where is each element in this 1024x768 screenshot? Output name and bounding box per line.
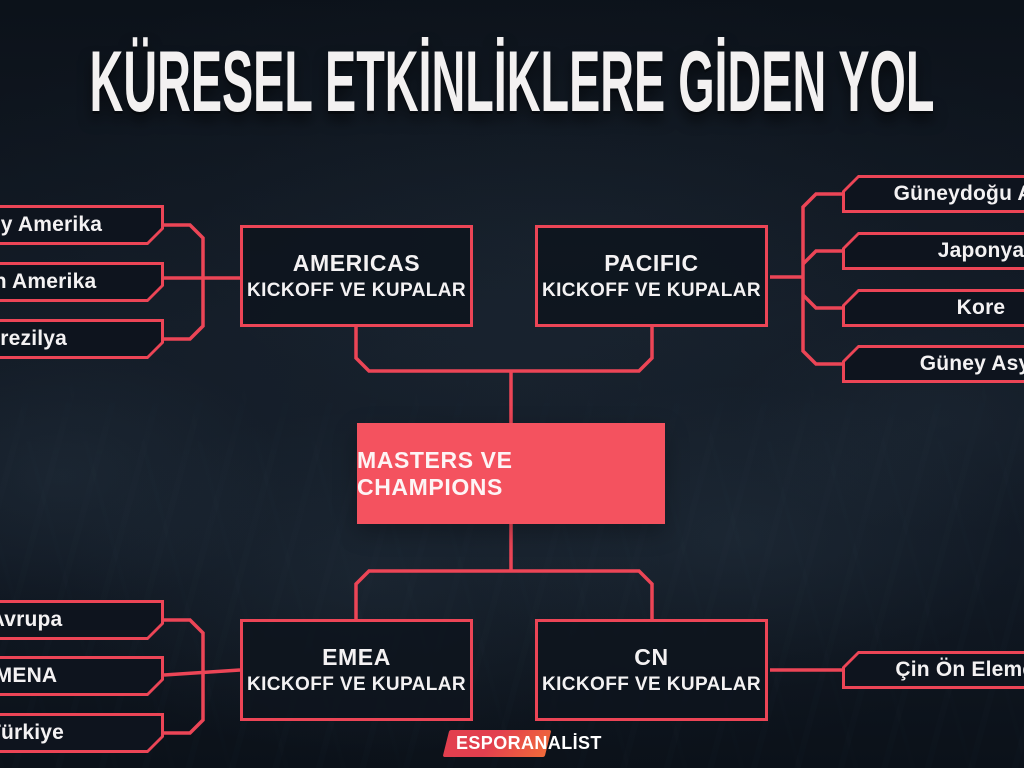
feeder-box-guney-asya: Güney Asya	[842, 345, 1024, 383]
feeder-box-kuzey-amerika: Kuzey Amerika	[0, 205, 164, 245]
feeder-label: Kuzey Amerika	[0, 213, 103, 236]
emea-kickoff-box: EMEA KICKOFF VE KUPALAR	[240, 619, 473, 721]
feeder-label: Çin Ön Elemeleri	[895, 658, 1024, 681]
feeder-box-guneydogu-asya: Güneydoğu Asya	[842, 175, 1024, 213]
connector-emea-feeders	[164, 618, 205, 735]
feeder-box-japonya: Japonya	[842, 232, 1024, 270]
cn-kickoff-box: CN KICKOFF VE KUPALAR	[535, 619, 768, 721]
connector-emea-input	[163, 668, 241, 677]
feeder-label: Japonya	[937, 239, 1024, 262]
feeder-label: Kore	[956, 296, 1006, 319]
feeder-label: Latin Amerika	[0, 270, 97, 293]
connector-pacific-feeder-2	[801, 249, 842, 266]
logo-text-analist: ANALİST	[521, 733, 602, 753]
feeder-box-mena: MENA	[0, 656, 164, 696]
feeder-label: Türkiye	[0, 721, 65, 744]
region-name: EMEA	[322, 644, 391, 670]
region-subtitle: KICKOFF VE KUPALAR	[246, 280, 466, 301]
connector-pacific-feeder-3	[801, 293, 842, 310]
connector-bottom-split	[354, 569, 654, 619]
esporanalist-logo: ESPOR ANALİST	[442, 730, 602, 757]
region-subtitle: KICKOFF VE KUPALAR	[541, 674, 761, 695]
feeder-label: Güneydoğu Asya	[893, 182, 1024, 205]
connector-top-merge	[354, 327, 654, 373]
feeder-box-latin-amerika: Latin Amerika	[0, 262, 164, 302]
masters-champions-box: MASTERS VE CHAMPIONS	[357, 423, 665, 524]
feeder-box-turkiye: Türkiye	[0, 713, 164, 753]
feeder-box-kore: Kore	[842, 289, 1024, 327]
region-name: CN	[634, 644, 669, 670]
connector-americas-feeders	[164, 223, 205, 341]
feeder-box-cin-on-elemeleri: Çin Ön Elemeleri	[842, 651, 1024, 689]
connector-pacific-feeders	[801, 192, 842, 366]
logo-text-espor: ESPOR	[456, 733, 522, 753]
region-name: AMERICAS	[292, 250, 421, 276]
feeder-box-brezilya: Brezilya	[0, 319, 164, 359]
feeder-label: MENA	[0, 664, 58, 687]
feeder-label: Güney Asya	[919, 352, 1024, 375]
feeder-box-avrupa: Avrupa	[0, 600, 164, 640]
region-subtitle: KICKOFF VE KUPALAR	[246, 674, 466, 695]
feeder-label: Avrupa	[0, 608, 63, 631]
feeder-label: Brezilya	[0, 327, 68, 350]
page-title: KÜRESEL ETKİNLİKLERE GİDEN YOL	[89, 33, 935, 131]
region-subtitle: KICKOFF VE KUPALAR	[541, 280, 761, 301]
pacific-kickoff-box: PACIFIC KICKOFF VE KUPALAR	[535, 225, 768, 327]
americas-kickoff-box: AMERICAS KICKOFF VE KUPALAR	[240, 225, 473, 327]
region-name: PACIFIC	[604, 250, 699, 276]
